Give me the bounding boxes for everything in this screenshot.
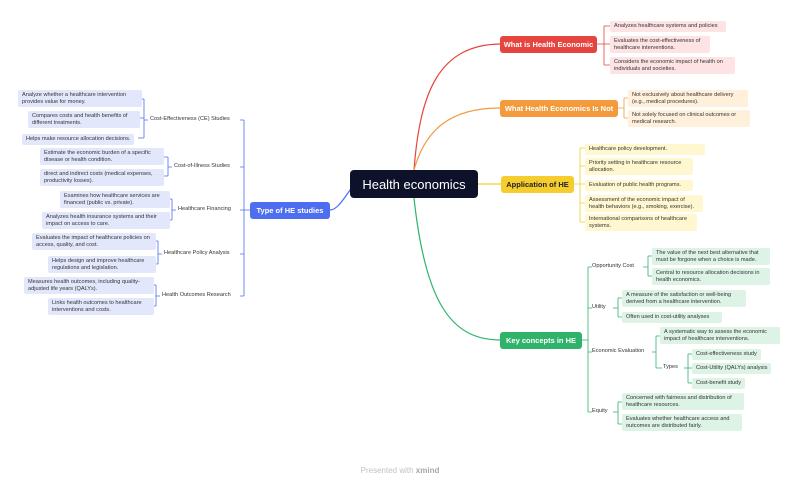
policy-item[interactable]: Helps design and improve healthcare regu… bbox=[48, 256, 156, 274]
policy-item[interactable]: Evaluates the impact of healthcare polic… bbox=[32, 233, 156, 251]
topic-policy-analysis[interactable]: Healthcare Policy Analysis bbox=[164, 250, 230, 256]
what-is-item[interactable]: Analyzes healthcare systems and policies bbox=[610, 21, 726, 32]
ce-item[interactable]: Compares costs and health benefits of di… bbox=[28, 111, 140, 129]
branch-types-he[interactable]: Type of HE studies bbox=[250, 202, 330, 219]
opportunity-item[interactable]: The value of the next best alternative t… bbox=[652, 248, 770, 266]
ce-item[interactable]: Analyze whether a healthcare interventio… bbox=[18, 90, 142, 108]
topic-ce-studies[interactable]: Cost-Effectiveness (CE) Studies bbox=[150, 116, 230, 122]
outcomes-item[interactable]: Links health outcomes to healthcare inte… bbox=[48, 298, 154, 316]
topic-coi-studies[interactable]: Cost-of-Illness Studies bbox=[174, 163, 230, 169]
opportunity-item[interactable]: Central to resource allocation decisions… bbox=[652, 268, 770, 286]
footer-brand: xmind bbox=[415, 466, 440, 475]
utility-item[interactable]: Often used in cost-utility analyses bbox=[622, 312, 722, 323]
topic-types[interactable]: Types bbox=[663, 364, 678, 370]
is-not-item[interactable]: Not exclusively about healthcare deliver… bbox=[628, 90, 748, 108]
type-item[interactable]: Cost-Utility (QALYs) analysis bbox=[692, 363, 772, 374]
economic-evaluation-item[interactable]: A systematic way to assess the economic … bbox=[660, 327, 780, 345]
branch-is-not[interactable]: What Health Economics Is Not bbox=[500, 100, 618, 117]
branch-key-concepts[interactable]: Key concepts in HE bbox=[500, 332, 582, 349]
utility-item[interactable]: A measure of the satisfaction or well-be… bbox=[622, 290, 746, 308]
application-item[interactable]: Healthcare policy development. bbox=[585, 144, 705, 155]
what-is-item[interactable]: Considers the economic impact of health … bbox=[610, 57, 735, 75]
footer-watermark: Presented with xmind bbox=[0, 466, 800, 475]
type-item[interactable]: Cost-benefit study bbox=[692, 378, 746, 389]
application-item[interactable]: Evaluation of public health programs. bbox=[585, 180, 693, 191]
equity-item[interactable]: Concerned with fairness and distribution… bbox=[622, 393, 744, 411]
topic-opportunity-cost[interactable]: Opportunity Cost bbox=[592, 263, 634, 269]
topic-outcomes-research[interactable]: Health Outcomes Research bbox=[162, 292, 231, 298]
outcomes-item[interactable]: Measures health outcomes, including qual… bbox=[24, 277, 154, 295]
root-topic[interactable]: Health economics bbox=[350, 170, 478, 198]
financing-item[interactable]: Analyzes health insurance systems and th… bbox=[42, 212, 170, 230]
equity-item[interactable]: Evaluates whether healthcare access and … bbox=[622, 414, 742, 432]
application-item[interactable]: Assessment of the economic impact of hea… bbox=[585, 195, 703, 213]
financing-item[interactable]: Examines how healthcare services are fin… bbox=[60, 191, 170, 209]
coi-item[interactable]: Estimate the economic burden of a specif… bbox=[40, 148, 164, 166]
what-is-item[interactable]: Evaluates the cost-effectiveness of heal… bbox=[610, 36, 710, 54]
topic-economic-evaluation[interactable]: Economic Evaluation bbox=[592, 348, 645, 354]
topic-equity[interactable]: Equity bbox=[592, 408, 608, 414]
coi-item[interactable]: direct and indirect costs (medical expen… bbox=[40, 169, 164, 187]
footer-prefix: Presented with bbox=[360, 466, 414, 475]
topic-healthcare-financing[interactable]: Healthcare Financing bbox=[178, 206, 231, 212]
type-item[interactable]: Cost-effectiveness study bbox=[692, 349, 761, 360]
ce-item[interactable]: Helps make resource allocation decisions… bbox=[22, 134, 135, 145]
application-item[interactable]: International comparisons of healthcare … bbox=[585, 214, 697, 232]
branch-what-is[interactable]: What is Health Economic bbox=[500, 36, 597, 53]
is-not-item[interactable]: Not solely focused on clinical outcomes … bbox=[628, 110, 750, 128]
application-item[interactable]: Priority setting in healthcare resource … bbox=[585, 158, 693, 176]
branch-application[interactable]: Application of HE bbox=[501, 176, 574, 193]
topic-utility[interactable]: Utility bbox=[592, 304, 606, 310]
